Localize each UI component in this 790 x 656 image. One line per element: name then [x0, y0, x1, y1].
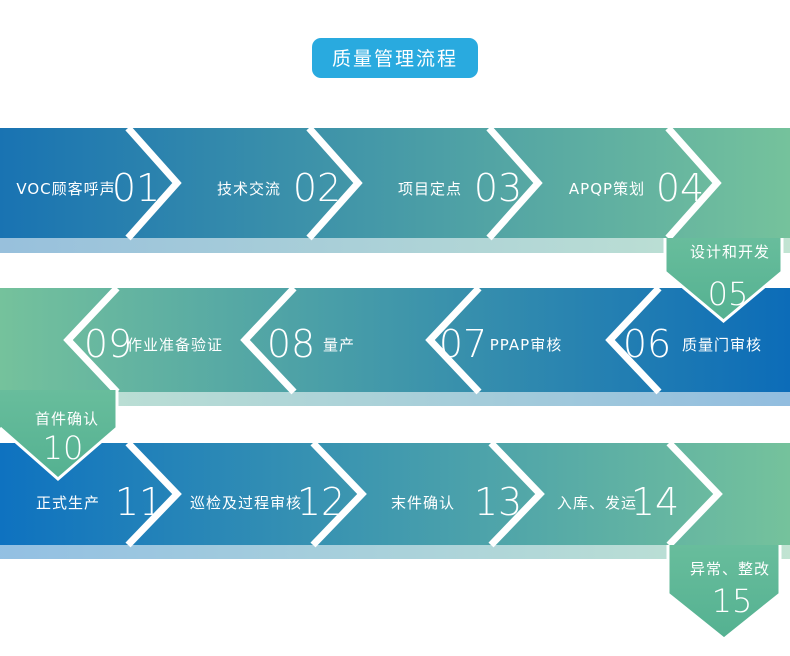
step-10-label: 首件确认 — [35, 410, 99, 428]
step-01-number: 01 — [112, 166, 160, 210]
step-08-number: 08 — [267, 322, 315, 366]
flow-band-3-reflection — [0, 545, 790, 559]
step-11-number: 11 — [115, 480, 163, 524]
flow-row-1 — [0, 125, 790, 253]
step-07-number: 07 — [439, 322, 487, 366]
step-03-number: 03 — [474, 166, 522, 210]
flow-band-3 — [0, 443, 790, 545]
step-15-outline — [666, 545, 782, 641]
flow-band-1-reflection — [0, 238, 790, 253]
chevron-separator-6 — [605, 285, 662, 395]
step-05-number: 05 — [708, 275, 749, 313]
title-badge: 质量管理流程 — [312, 38, 478, 78]
step-04-label: APQP策划 — [569, 180, 645, 198]
step-02-label: 技术交流 — [217, 180, 281, 198]
chevron-separator-3 — [486, 125, 543, 241]
step-12-label: 巡检及过程审核 — [190, 494, 302, 512]
chevron-separator-12 — [310, 440, 367, 548]
step-10-outline — [0, 390, 119, 481]
step-06-label: 质量门审核 — [682, 336, 762, 354]
step-03-label: 项目定点 — [398, 180, 462, 198]
chevron-separator-4 — [665, 125, 722, 241]
step-09-number: 09 — [84, 322, 132, 366]
flow-band-2 — [0, 288, 790, 392]
step-05-pentagon: 设计和开发 05 — [663, 238, 784, 323]
step-10-shape — [0, 390, 117, 479]
step-01-label: VOC顾客呼声 — [16, 180, 115, 198]
chevron-separator-1 — [125, 125, 182, 241]
step-07-label: PPAP审核 — [490, 336, 562, 354]
chevron-separator-14 — [666, 440, 723, 548]
step-10-pentagon: 首件确认 10 — [0, 390, 119, 481]
step-06-number: 06 — [623, 322, 671, 366]
step-02-number: 02 — [293, 166, 341, 210]
chevron-separator-7 — [425, 285, 482, 395]
chevron-separator-11 — [125, 440, 182, 548]
chevron-separator-8 — [240, 285, 297, 395]
step-14-number: 14 — [631, 480, 679, 524]
step-13-label: 末件确认 — [391, 494, 455, 512]
flow-row-1-texts: VOC顾客呼声 01 技术交流 02 项目定点 03 APQP策划 04 — [16, 166, 704, 210]
step-09-label: 作业准备验证 — [127, 336, 223, 354]
step-04-number: 04 — [656, 166, 704, 210]
step-13-number: 13 — [474, 480, 522, 524]
page-title: 质量管理流程 — [332, 48, 458, 70]
step-12-number: 12 — [297, 480, 345, 524]
step-10-number: 10 — [43, 429, 84, 467]
flow-row-2 — [0, 285, 790, 406]
step-08-label: 量产 — [323, 336, 355, 354]
flow-row-3-texts: 正式生产 11 巡检及过程审核 12 末件确认 13 入库、发运 14 — [36, 480, 679, 524]
chevron-separator-9 — [63, 285, 120, 395]
chevron-separator-13 — [488, 440, 545, 548]
title-badge-bg — [312, 38, 478, 78]
step-05-outline — [663, 238, 784, 323]
step-14-label: 入库、发运 — [557, 494, 637, 512]
step-15-label: 异常、整改 — [690, 560, 770, 578]
flow-band-2-reflection — [0, 392, 790, 406]
step-15-number: 15 — [712, 582, 753, 620]
chevron-separator-2 — [306, 125, 363, 241]
step-15-pentagon: 异常、整改 15 — [666, 545, 782, 641]
flow-row-3 — [0, 440, 790, 559]
step-05-shape — [665, 238, 782, 321]
step-11-label: 正式生产 — [36, 494, 100, 512]
flow-band-1 — [0, 128, 790, 238]
step-05-label: 设计和开发 — [690, 243, 770, 261]
flow-row-2-texts: 09 作业准备验证 08 量产 07 PPAP审核 06 质量门审核 — [84, 322, 762, 366]
